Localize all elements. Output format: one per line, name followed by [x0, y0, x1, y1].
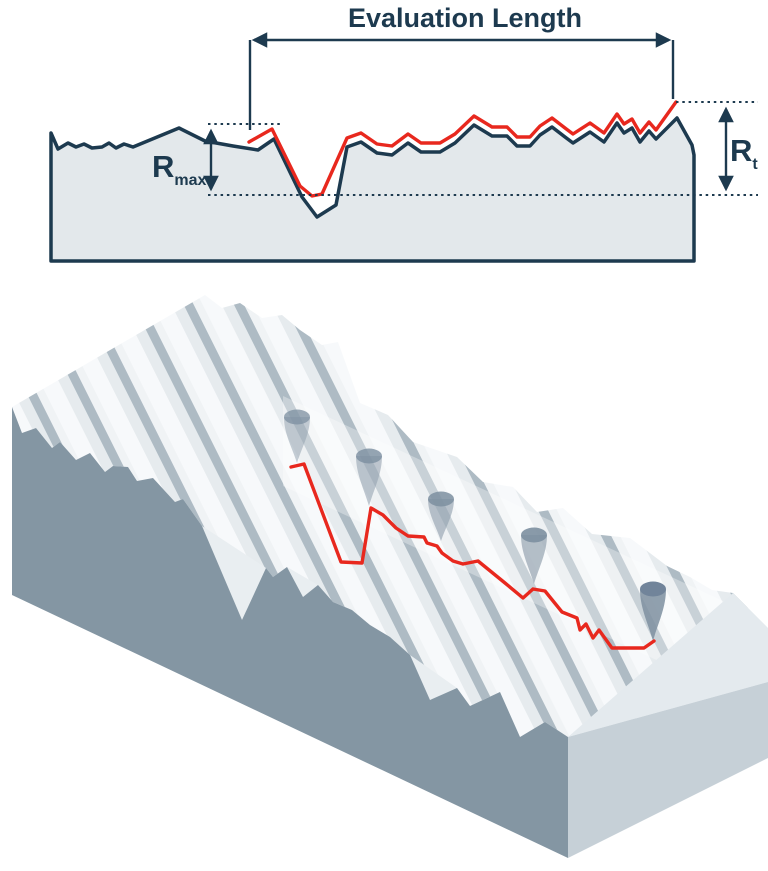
stylus-body	[356, 456, 382, 506]
measured-trace-line	[247, 100, 678, 198]
rt-label: Rt	[730, 133, 758, 173]
isometric-scan-figure	[12, 295, 768, 858]
stylus-probe-2	[356, 448, 382, 506]
block-left-face	[12, 407, 568, 858]
scan-trace-line	[289, 462, 656, 650]
stylus-body	[284, 417, 310, 463]
notch-face	[410, 655, 457, 700]
stylus-body	[640, 589, 666, 641]
stylus-probe-1	[284, 409, 310, 463]
stylus-probe-4	[521, 527, 547, 584]
stylus-probe-5	[640, 581, 666, 641]
stylus-top	[284, 409, 310, 425]
stylus-top	[640, 581, 666, 597]
rmax-label: Rmax	[152, 149, 207, 189]
notch-face	[287, 567, 318, 597]
stylus-body	[428, 499, 454, 541]
stylus-top	[428, 491, 454, 507]
stylus-body	[521, 535, 547, 584]
stylus-probe-3	[428, 491, 454, 541]
block-right-face	[568, 682, 768, 858]
notch-face	[202, 526, 266, 620]
roughness-profile-figure: Evaluation Length Rmax Rt	[49, 3, 758, 263]
figure-title: Evaluation Length	[348, 3, 582, 33]
stylus-top	[356, 448, 382, 464]
stylus-top	[521, 527, 547, 543]
ridge-flank-band	[568, 593, 768, 737]
